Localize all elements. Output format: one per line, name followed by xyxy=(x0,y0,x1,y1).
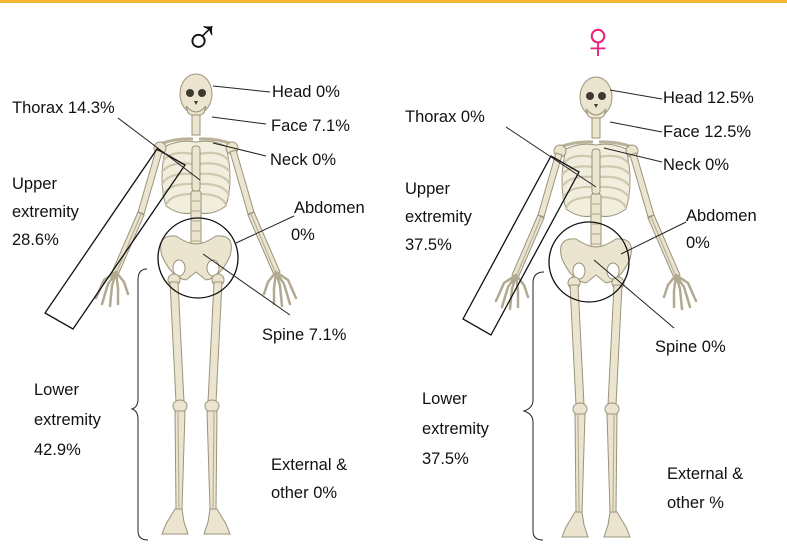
female-lower-extremity-label: Lower xyxy=(422,390,467,408)
female-thorax-label: Thorax 0% xyxy=(405,108,485,126)
male-symbol-icon: ♂ xyxy=(183,9,221,65)
male-thorax-label: Thorax 14.3% xyxy=(12,99,115,117)
male-upper-extremity-value: 28.6% xyxy=(12,231,59,249)
male-face-label: Face 7.1% xyxy=(271,117,350,135)
male-external-value: other 0% xyxy=(271,484,337,502)
male-figure: ♂ Head 0% Face 7.1% Neck 0% Thorax 14.3%… xyxy=(12,9,365,540)
female-upper-extremity-label-2: extremity xyxy=(405,208,473,226)
male-abdomen-value: 0% xyxy=(291,226,315,244)
female-figure: ♀ Head 12.5% Face 12.5% Neck 0% Thorax 0… xyxy=(405,12,757,540)
female-lower-extremity-label-2: extremity xyxy=(422,420,490,438)
male-head-label: Head 0% xyxy=(272,83,340,101)
female-symbol-icon: ♀ xyxy=(579,12,618,70)
male-upper-extremity-label-2: extremity xyxy=(12,203,80,221)
female-external-value: other % xyxy=(667,494,724,512)
female-skeleton xyxy=(496,77,696,537)
male-lower-extremity-bracket xyxy=(132,269,148,540)
female-face-label: Face 12.5% xyxy=(663,123,751,141)
female-lower-extremity-bracket xyxy=(524,272,544,540)
female-head-label: Head 12.5% xyxy=(663,89,754,107)
male-external-label: External & xyxy=(271,456,347,474)
male-lower-extremity-label-2: extremity xyxy=(34,411,102,429)
female-lower-extremity-value: 37.5% xyxy=(422,450,469,468)
male-spine-label: Spine 7.1% xyxy=(262,326,347,344)
male-lower-extremity-label: Lower xyxy=(34,381,79,399)
male-abdomen-label: Abdomen xyxy=(294,199,365,217)
female-neck-label: Neck 0% xyxy=(663,156,729,174)
male-neck-label: Neck 0% xyxy=(270,151,336,169)
male-skeleton xyxy=(96,74,296,534)
female-abdomen-value: 0% xyxy=(686,234,710,252)
female-upper-extremity-value: 37.5% xyxy=(405,236,452,254)
male-upper-extremity-label: Upper xyxy=(12,175,57,193)
female-spine-label: Spine 0% xyxy=(655,338,726,356)
male-lower-extremity-value: 42.9% xyxy=(34,441,81,459)
female-upper-extremity-label: Upper xyxy=(405,180,450,198)
female-abdomen-label: Abdomen xyxy=(686,207,757,225)
female-external-label: External & xyxy=(667,465,743,483)
